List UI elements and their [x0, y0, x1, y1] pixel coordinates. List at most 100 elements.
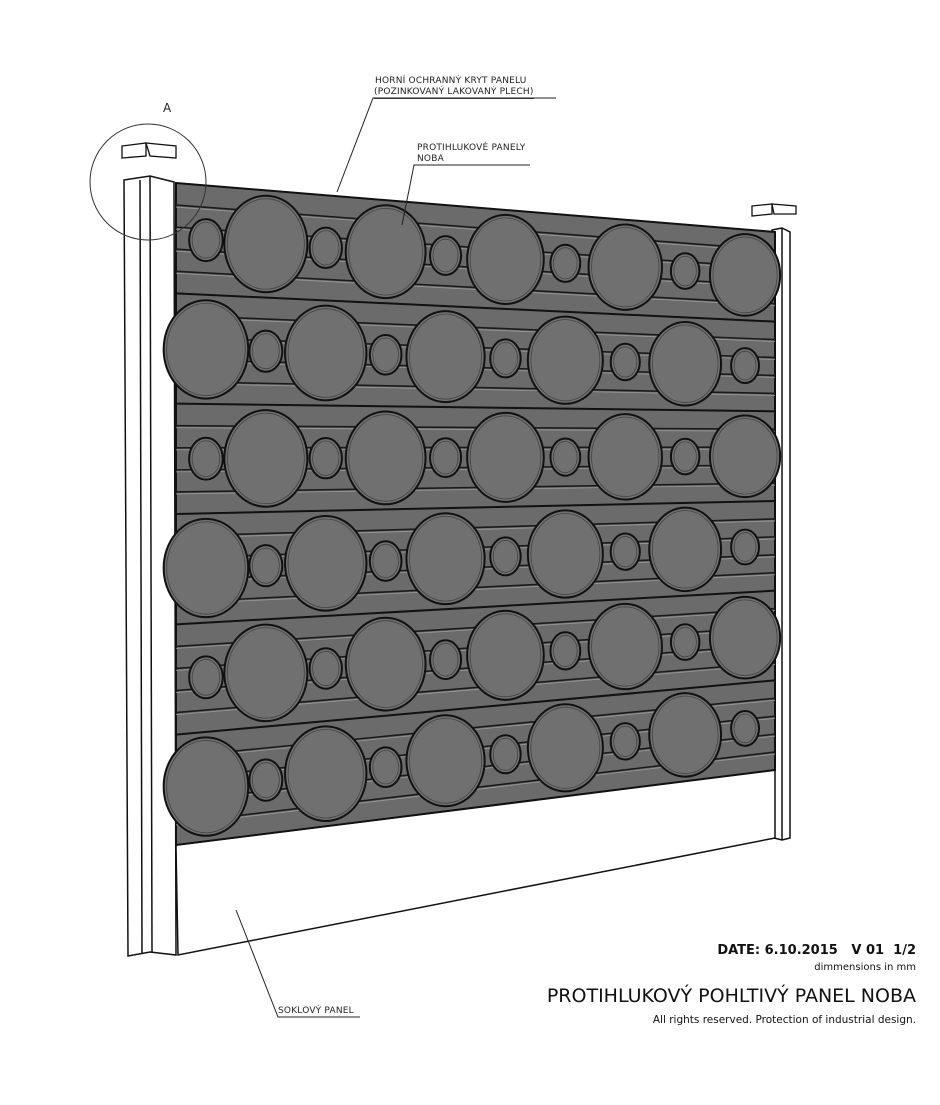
large-circle — [526, 509, 604, 599]
circle-inner-rim — [372, 337, 399, 372]
circle-inner-rim — [226, 198, 305, 290]
large-circle — [162, 517, 250, 619]
date-version-line: DATE: 6.10.2015 V 01 1/2 — [717, 943, 916, 958]
small-circle — [609, 532, 641, 571]
detail-circle-a — [89, 123, 207, 241]
large-circle — [405, 310, 486, 404]
large-circle — [526, 315, 604, 405]
large-circle — [162, 736, 250, 837]
circle-inner-rim — [432, 642, 459, 677]
small-circle — [669, 623, 701, 661]
version: V 01 — [851, 943, 885, 958]
small-circle — [730, 347, 760, 385]
circle-inner-rim — [712, 236, 778, 314]
panel-joint — [175, 589, 776, 626]
circle-inner-rim — [469, 217, 542, 302]
circle-inner-rim — [733, 350, 757, 381]
large-circle — [223, 409, 309, 508]
circle-inner-rim — [651, 695, 719, 775]
circle-inner-rim — [251, 547, 280, 584]
circle-inner-rim — [530, 512, 601, 596]
small-circle — [549, 243, 582, 283]
right-post — [771, 227, 791, 841]
circle-inner-rim — [591, 416, 660, 497]
circle-inner-rim — [348, 620, 423, 708]
small-circle — [368, 540, 403, 582]
panel-joint — [175, 500, 776, 515]
small-circle — [549, 437, 582, 477]
cap-profile-detail — [121, 142, 177, 159]
circle-inner-rim — [591, 227, 660, 308]
circle-inner-rim — [287, 308, 364, 398]
large-circle — [284, 725, 368, 822]
panel-pattern — [162, 194, 782, 837]
circle-inner-rim — [226, 627, 305, 719]
circle-inner-rim — [673, 255, 697, 287]
small-circle — [429, 235, 463, 276]
circle-inner-rim — [673, 626, 697, 658]
circle-inner-rim — [409, 313, 483, 400]
circle-inner-rim — [251, 762, 280, 799]
small-circle — [368, 334, 403, 376]
circle-inner-rim — [613, 725, 638, 757]
date: DATE: 6.10.2015 — [717, 943, 838, 958]
large-circle — [648, 692, 723, 778]
circle-inner-rim — [287, 728, 364, 819]
large-circle — [162, 299, 250, 400]
circle-inner-rim — [409, 515, 483, 602]
circle-inner-rim — [166, 521, 246, 615]
small-circle — [248, 329, 284, 373]
small-circle — [609, 722, 641, 761]
large-circle — [587, 413, 663, 501]
callout-panels-line1: PROTIHLUKOVÉ PANELY — [417, 143, 526, 153]
circle-inner-rim — [651, 510, 719, 589]
circle-inner-rim — [712, 599, 778, 676]
circle-inner-rim — [432, 238, 459, 273]
small-circle — [429, 639, 463, 681]
circle-inner-rim — [372, 750, 399, 785]
small-circle — [308, 436, 343, 480]
circle-inner-rim — [530, 319, 601, 402]
large-circle — [466, 213, 545, 305]
circle-inner-rim — [530, 706, 601, 789]
circle-inner-rim — [673, 441, 697, 472]
units-note: dimmensions in mm — [814, 962, 916, 973]
circle-inner-rim — [251, 333, 280, 370]
sheet-number: 1/2 — [893, 943, 916, 958]
cap-profile-right — [751, 203, 797, 217]
small-circle — [429, 437, 463, 479]
small-circle — [308, 647, 343, 690]
rights-note: All rights reserved. Protection of indus… — [652, 1014, 916, 1026]
large-circle — [223, 623, 309, 723]
callout-base-panel: SOKLOVÝ PANEL — [278, 1006, 354, 1016]
small-circle — [188, 655, 224, 700]
large-circle — [405, 512, 486, 606]
small-circle — [489, 338, 522, 379]
small-circle — [730, 528, 760, 566]
circle-inner-rim — [712, 418, 778, 495]
left-post — [123, 175, 177, 957]
circle-inner-rim — [613, 346, 638, 378]
circle-inner-rim — [191, 221, 221, 259]
callout-top-cover-line2: (POZINKOVANÝ LAKOVANÝ PLECH) — [374, 87, 534, 99]
circle-inner-rim — [492, 539, 519, 573]
large-circle — [708, 595, 782, 680]
callout-panels-line2: NOBA — [417, 154, 444, 164]
large-circle — [284, 515, 368, 612]
large-circle — [344, 204, 427, 300]
large-circle — [708, 233, 782, 317]
large-circle — [284, 304, 368, 402]
large-circle — [223, 194, 309, 294]
circle-inner-rim — [312, 440, 340, 476]
small-circle — [368, 746, 403, 788]
circle-inner-rim — [166, 740, 246, 834]
small-circle — [308, 226, 343, 270]
large-circle — [708, 414, 782, 499]
small-circle — [730, 709, 760, 747]
circle-inner-rim — [432, 440, 459, 475]
small-circle — [188, 218, 224, 263]
circle-inner-rim — [613, 536, 638, 568]
circle-inner-rim — [348, 207, 423, 296]
small-circle — [669, 252, 701, 290]
small-circle — [489, 734, 522, 775]
